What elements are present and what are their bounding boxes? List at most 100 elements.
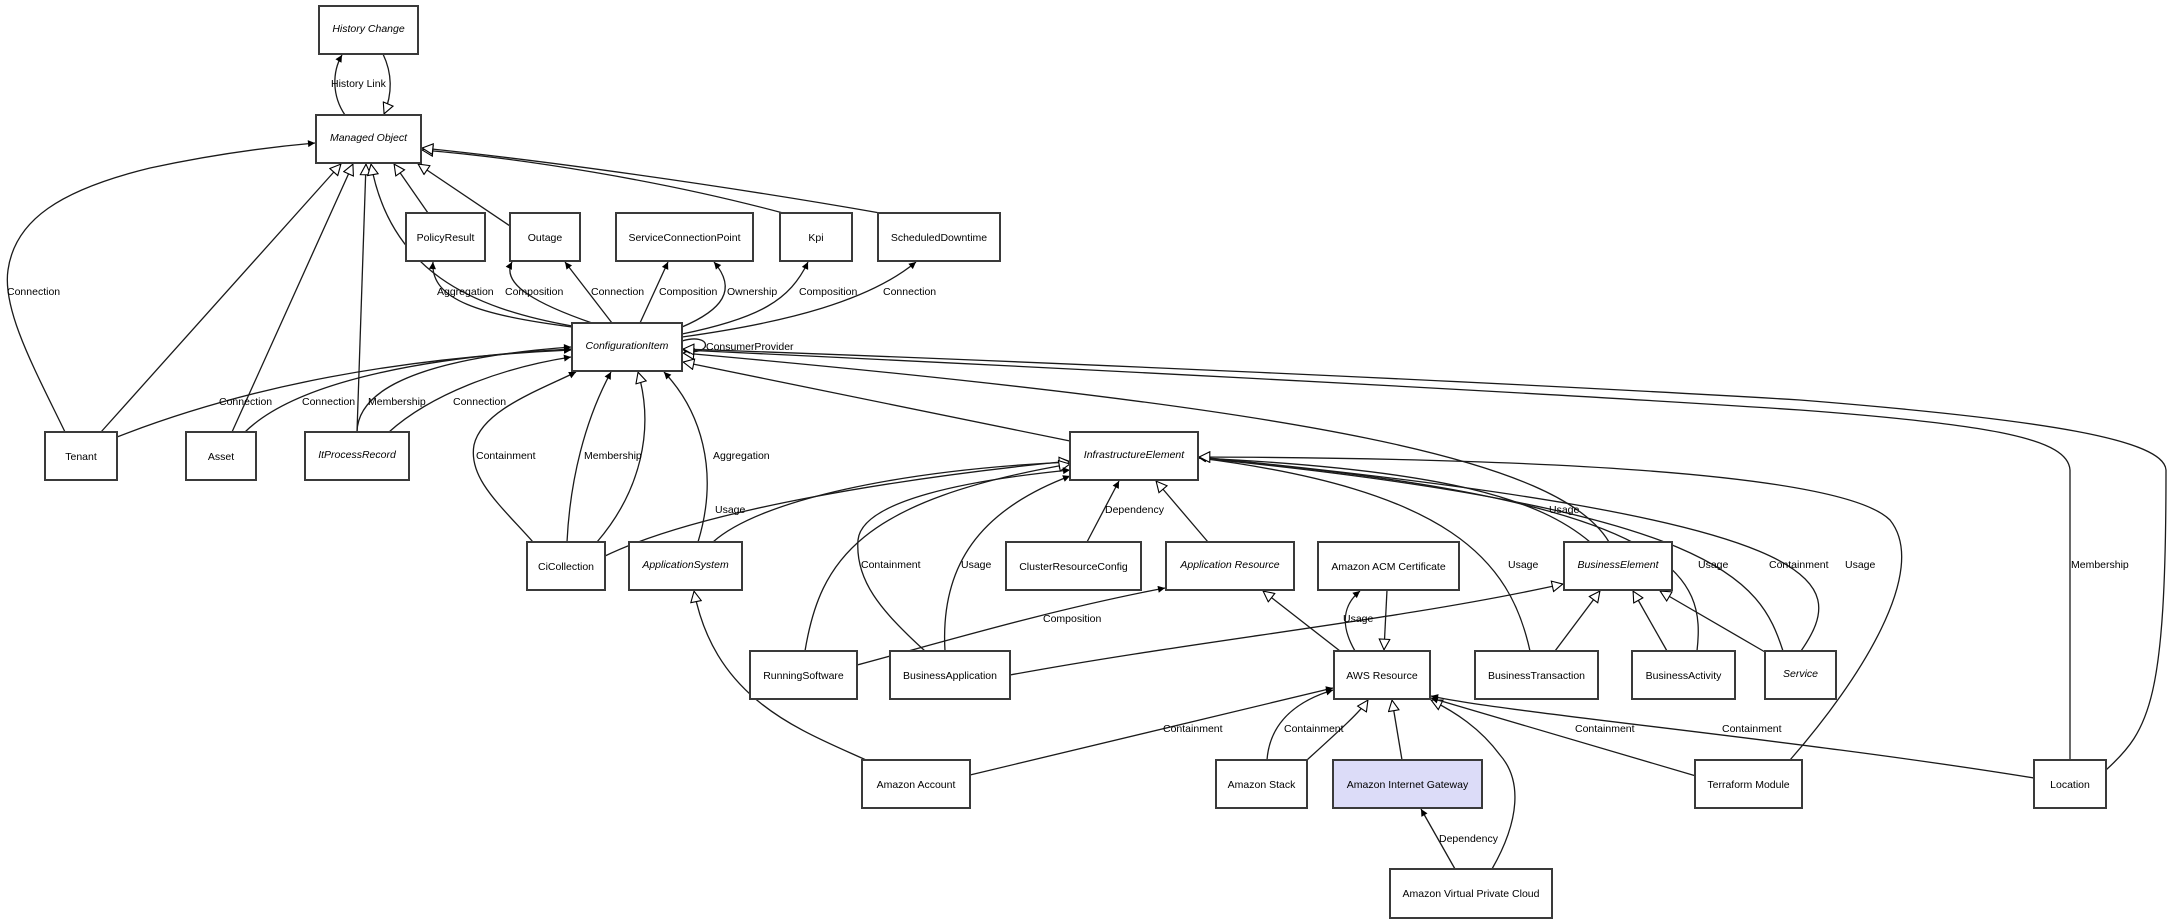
edge-label: Containment — [1163, 723, 1223, 735]
edge-cicollection-configurationitem-generalization — [596, 372, 645, 543]
node-kpi[interactable]: Kpi — [779, 212, 853, 262]
edge-amazonaccount-applicationsystem-generalization — [694, 591, 867, 761]
edge-configurationitem-kpi-composition — [681, 261, 809, 335]
node-managed-object[interactable]: Managed Object — [315, 114, 422, 164]
edge-businessapplication-infrastructureelement-usage — [943, 475, 1071, 652]
edge-label: Connection — [7, 286, 60, 298]
node-label: Tenant — [65, 451, 97, 463]
edge-policyresult-managedobject-generalization — [394, 164, 429, 214]
node-business-activity[interactable]: BusinessActivity — [1631, 650, 1736, 700]
node-business-application[interactable]: BusinessApplication — [889, 650, 1011, 700]
node-application-system[interactable]: ApplicationSystem — [628, 541, 743, 591]
node-infrastructure-element[interactable]: InfrastructureElement — [1069, 431, 1199, 481]
node-amazon-acm-certificate[interactable]: Amazon ACM Certificate — [1317, 541, 1460, 591]
edge-label: Connection — [302, 396, 355, 408]
edge-label: Membership — [368, 396, 426, 408]
edge-asset-managedobject-generalization — [231, 164, 353, 433]
node-label: Location — [2050, 779, 2090, 791]
node-label: BusinessTransaction — [1488, 670, 1585, 682]
edge-location-configurationitem-membership — [682, 346, 2071, 760]
node-it-process-record[interactable]: ItProcessRecord — [304, 431, 410, 481]
edge-label: Containment — [1722, 723, 1782, 735]
edge-applicationresource-infrastructureelement-generalization — [1156, 481, 1209, 543]
edge-label: Connection — [219, 396, 272, 408]
node-cluster-resource-config[interactable]: ClusterResourceConfig — [1005, 541, 1142, 591]
edge-itprocessrecord-configurationitem-connection — [388, 354, 572, 433]
node-service-connection-point[interactable]: ServiceConnectionPoint — [615, 212, 754, 262]
edge-label: Usage — [1698, 559, 1729, 571]
node-business-transaction[interactable]: BusinessTransaction — [1474, 650, 1599, 700]
node-label: BusinessElement — [1577, 559, 1659, 571]
node-amazon-internet-gateway[interactable]: Amazon Internet Gateway — [1332, 759, 1483, 809]
edge-terraformmodule-awsresource-containment — [1430, 696, 1697, 777]
node-label: ScheduledDowntime — [891, 232, 987, 244]
edge-applicationsystem-configurationitem-aggregation — [663, 371, 708, 543]
node-configuration-item[interactable]: ConfigurationItem — [571, 322, 683, 372]
edge-businesstransaction-infrastructureelement-usage — [1198, 455, 1531, 652]
edge-label: Dependency — [1105, 504, 1165, 516]
edge-itprocessrecord-configurationitem-membership — [356, 344, 572, 433]
node-history-change[interactable]: History Change — [318, 5, 419, 55]
node-service[interactable]: Service — [1764, 650, 1837, 700]
node-label: History Change — [332, 23, 405, 35]
node-application-resource[interactable]: Application Resource — [1165, 541, 1295, 591]
node-ci-collection[interactable]: CiCollection — [526, 541, 606, 591]
edge-kpi-managedobject-generalization — [422, 150, 784, 214]
edge-label: ConsumerProvider — [706, 341, 794, 353]
node-scheduled-downtime[interactable]: ScheduledDowntime — [877, 212, 1001, 262]
edge-configurationitem-managedobject-generalization — [371, 164, 573, 327]
edge-label: Containment — [1284, 723, 1344, 735]
edges — [6, 53, 2167, 870]
edge-infrastructureelement-configurationitem-generalization — [683, 362, 1071, 442]
edge-label: Composition — [1043, 613, 1102, 625]
node-amazon-account[interactable]: Amazon Account — [861, 759, 971, 809]
node-label: Amazon Virtual Private Cloud — [1403, 888, 1540, 900]
edge-businessapplication-businesselement-generalization — [1009, 584, 1563, 676]
node-business-element[interactable]: BusinessElement — [1563, 541, 1673, 591]
edge-label: History Link — [331, 78, 387, 90]
edge-label: Usage — [1508, 559, 1539, 571]
edge-label: Dependency — [1439, 833, 1499, 845]
node-label: Application Resource — [1179, 559, 1279, 571]
node-tenant[interactable]: Tenant — [44, 431, 118, 481]
node-label: Managed Object — [330, 132, 408, 144]
edge-location-configurationitem-generalization — [683, 349, 2167, 771]
node-label: Terraform Module — [1707, 779, 1789, 791]
edge-amazonstack-awsresource-generalization — [1306, 700, 1368, 761]
node-label: Kpi — [808, 232, 823, 244]
edge-label: Composition — [659, 286, 718, 298]
edge-outage-managedobject-generalization — [418, 164, 511, 227]
node-asset[interactable]: Asset — [185, 431, 257, 481]
node-label: Amazon ACM Certificate — [1331, 561, 1446, 573]
node-label: Amazon Stack — [1228, 779, 1296, 791]
node-policy-result[interactable]: PolicyResult — [405, 212, 486, 262]
node-running-software[interactable]: RunningSoftware — [749, 650, 858, 700]
node-label: BusinessActivity — [1646, 670, 1723, 682]
edge-businessactivity-businesselement-generalization — [1632, 591, 1668, 652]
node-label: InfrastructureElement — [1084, 449, 1185, 461]
node-label: ItProcessRecord — [318, 449, 397, 461]
edge-tenant-configurationitem-connection — [116, 346, 572, 438]
nodes: History Change Managed Object PolicyResu… — [44, 5, 2107, 919]
node-outage[interactable]: Outage — [509, 212, 581, 262]
edge-businesstransaction-businesselement-generalization — [1554, 591, 1600, 652]
edge-service-businesselement-generalization — [1660, 590, 1766, 653]
edge-tenant-managedobject-connection — [6, 140, 316, 433]
edge-label: Aggregation — [437, 286, 494, 298]
edge-cicollection-configurationitem-containment — [472, 371, 577, 543]
node-label: Outage — [528, 232, 563, 244]
edge-configurationitem-policyresult-aggregation — [428, 261, 573, 328]
node-terraform-module[interactable]: Terraform Module — [1694, 759, 1803, 809]
node-amazon-virtual-private-cloud[interactable]: Amazon Virtual Private Cloud — [1389, 868, 1553, 919]
edge-awsresource-amazonacmcertificate-usage — [1344, 590, 1361, 652]
node-label: Amazon Account — [877, 779, 956, 791]
node-label: Service — [1783, 668, 1818, 680]
edge-configurationitem-outage-composition — [505, 261, 593, 324]
node-aws-resource[interactable]: AWS Resource — [1333, 650, 1431, 700]
node-label: AWS Resource — [1346, 670, 1418, 682]
node-amazon-stack[interactable]: Amazon Stack — [1215, 759, 1308, 809]
node-label: ApplicationSystem — [641, 559, 729, 571]
edge-label: Membership — [2071, 559, 2129, 571]
node-location[interactable]: Location — [2033, 759, 2107, 809]
edge-scheduleddowntime-managedobject-generalization — [422, 148, 881, 214]
